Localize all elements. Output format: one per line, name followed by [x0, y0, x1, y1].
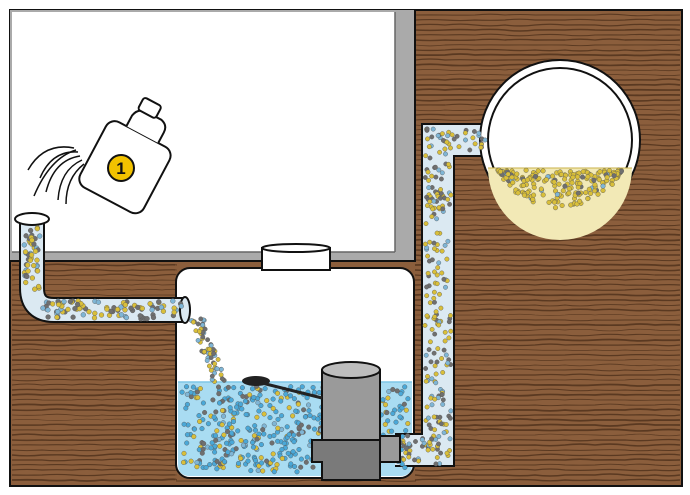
step-marker-label: 1: [116, 159, 125, 178]
inlet-pipe-opening: [15, 213, 49, 225]
inlet-pipe-outlet: [180, 297, 190, 323]
step-marker-badge: 1: [108, 155, 134, 181]
sewer-main-pipe: [480, 60, 640, 240]
basement-room: [10, 10, 415, 262]
